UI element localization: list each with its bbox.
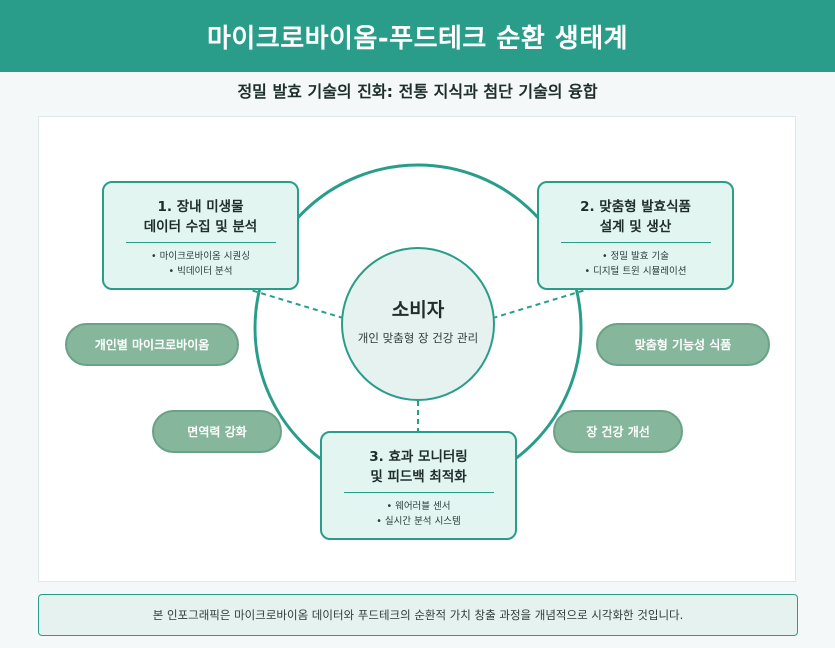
footer-note: 본 인포그래픽은 마이크로바이옴 데이터와 푸드테크의 순환적 가치 창출 과정… xyxy=(38,594,798,636)
stage-item: • 웨어러블 센서 xyxy=(386,501,451,512)
stage-item: • 정밀 발효 기술 xyxy=(601,251,670,262)
stage-monitoring: 3. 효과 모니터링 및 피드백 최적화 • 웨어러블 센서 • 실시간 분석 … xyxy=(320,431,517,540)
page-title: 마이크로바이옴-푸드테크 순환 생태계 xyxy=(206,23,629,54)
stage-custom-fermentation: 2. 맞춤형 발효식품 설계 및 생산 • 정밀 발효 기술 • 디지털 트윈 … xyxy=(537,181,734,290)
stage-item: • 마이크로바이옴 시퀀싱 xyxy=(150,251,251,262)
benefit-pill-functional-food: 맞춤형 기능성 식품 xyxy=(596,323,770,366)
page-subtitle: 정밀 발효 기술의 진화: 전통 지식과 첨단 기술의 융합 xyxy=(237,82,598,101)
consumer-title: 소비자 xyxy=(391,299,445,321)
benefit-pill-personal-microbiome: 개인별 마이크로바이옴 xyxy=(65,323,239,366)
stage-title-line1: 1. 장내 미생물 xyxy=(157,199,244,215)
stage-data-collection: 1. 장내 미생물 데이터 수집 및 분석 • 마이크로바이옴 시퀀싱 • 빅데… xyxy=(102,181,299,290)
stage-title-line2: 설계 및 생산 xyxy=(599,219,672,235)
stage-title-line1: 2. 맞춤형 발효식품 xyxy=(580,199,691,215)
stage-divider xyxy=(560,242,711,243)
footer-text: 본 인포그래픽은 마이크로바이옴 데이터와 푸드테크의 순환적 가치 창출 과정… xyxy=(152,608,684,622)
stage-title-line1: 3. 효과 모니터링 xyxy=(369,449,468,465)
stage-item: • 실시간 분석 시스템 xyxy=(376,516,461,527)
benefit-pill-immunity: 면역력 강화 xyxy=(152,410,282,453)
stage-title-line2: 데이터 수집 및 분석 xyxy=(143,219,258,235)
stage-title-line2: 및 피드백 최적화 xyxy=(370,469,467,485)
stage-item: • 빅데이터 분석 xyxy=(168,266,233,277)
stage-divider xyxy=(343,492,494,493)
consumer-subtitle: 개인 맞춤형 장 건강 관리 xyxy=(357,331,479,345)
consumer-hub: 소비자 개인 맞춤형 장 건강 관리 xyxy=(341,247,495,401)
stage-divider xyxy=(125,242,276,243)
stage-item: • 디지털 트윈 시뮬레이션 xyxy=(584,266,687,277)
page-header: 마이크로바이옴-푸드테크 순환 생태계 xyxy=(0,0,835,72)
benefit-pill-gut-health: 장 건강 개선 xyxy=(553,410,683,453)
